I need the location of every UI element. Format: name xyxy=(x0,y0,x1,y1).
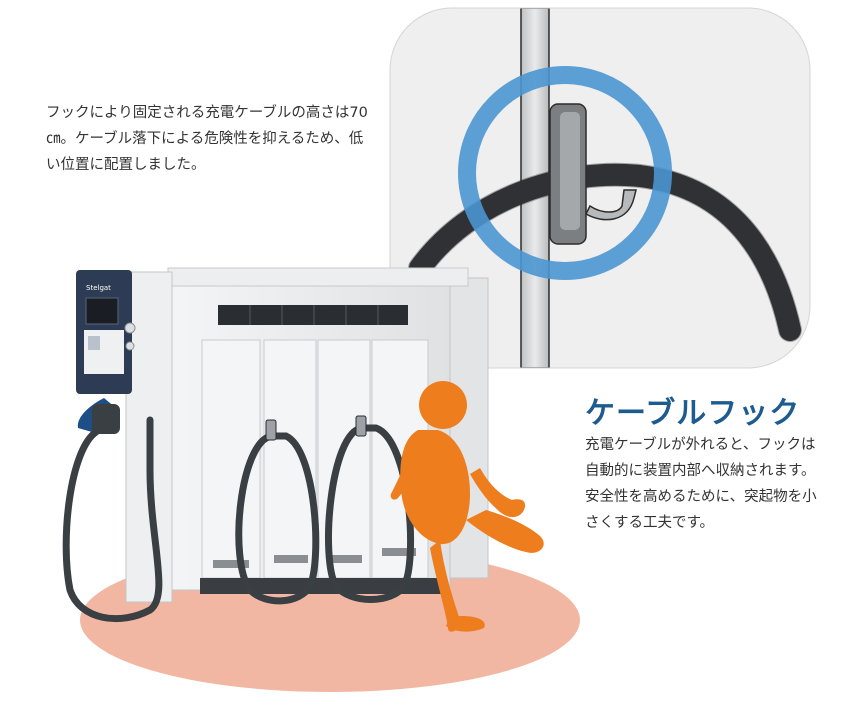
feature-title: ケーブルフック xyxy=(585,396,801,431)
highlight-circle xyxy=(458,66,672,280)
intro-text: フックにより固定される充電ケーブルの高さは70㎝。ケーブル落下による危険性を抑え… xyxy=(46,105,368,173)
charger-unit: Stelgat xyxy=(76,267,489,603)
hook-zoom-inset xyxy=(389,7,811,369)
top-vent xyxy=(218,305,408,325)
hook-icon xyxy=(549,103,637,245)
emergency-button-icon xyxy=(124,322,136,334)
charger-brand: Stelgat xyxy=(86,284,111,292)
display-screen xyxy=(85,297,119,325)
connector-icon xyxy=(92,404,120,434)
child-silhouette xyxy=(390,381,544,632)
feature-description: 充電ケーブルが外れると、フックは自動的に装置内部へ収納されます。安全性を高めるた… xyxy=(585,437,817,531)
